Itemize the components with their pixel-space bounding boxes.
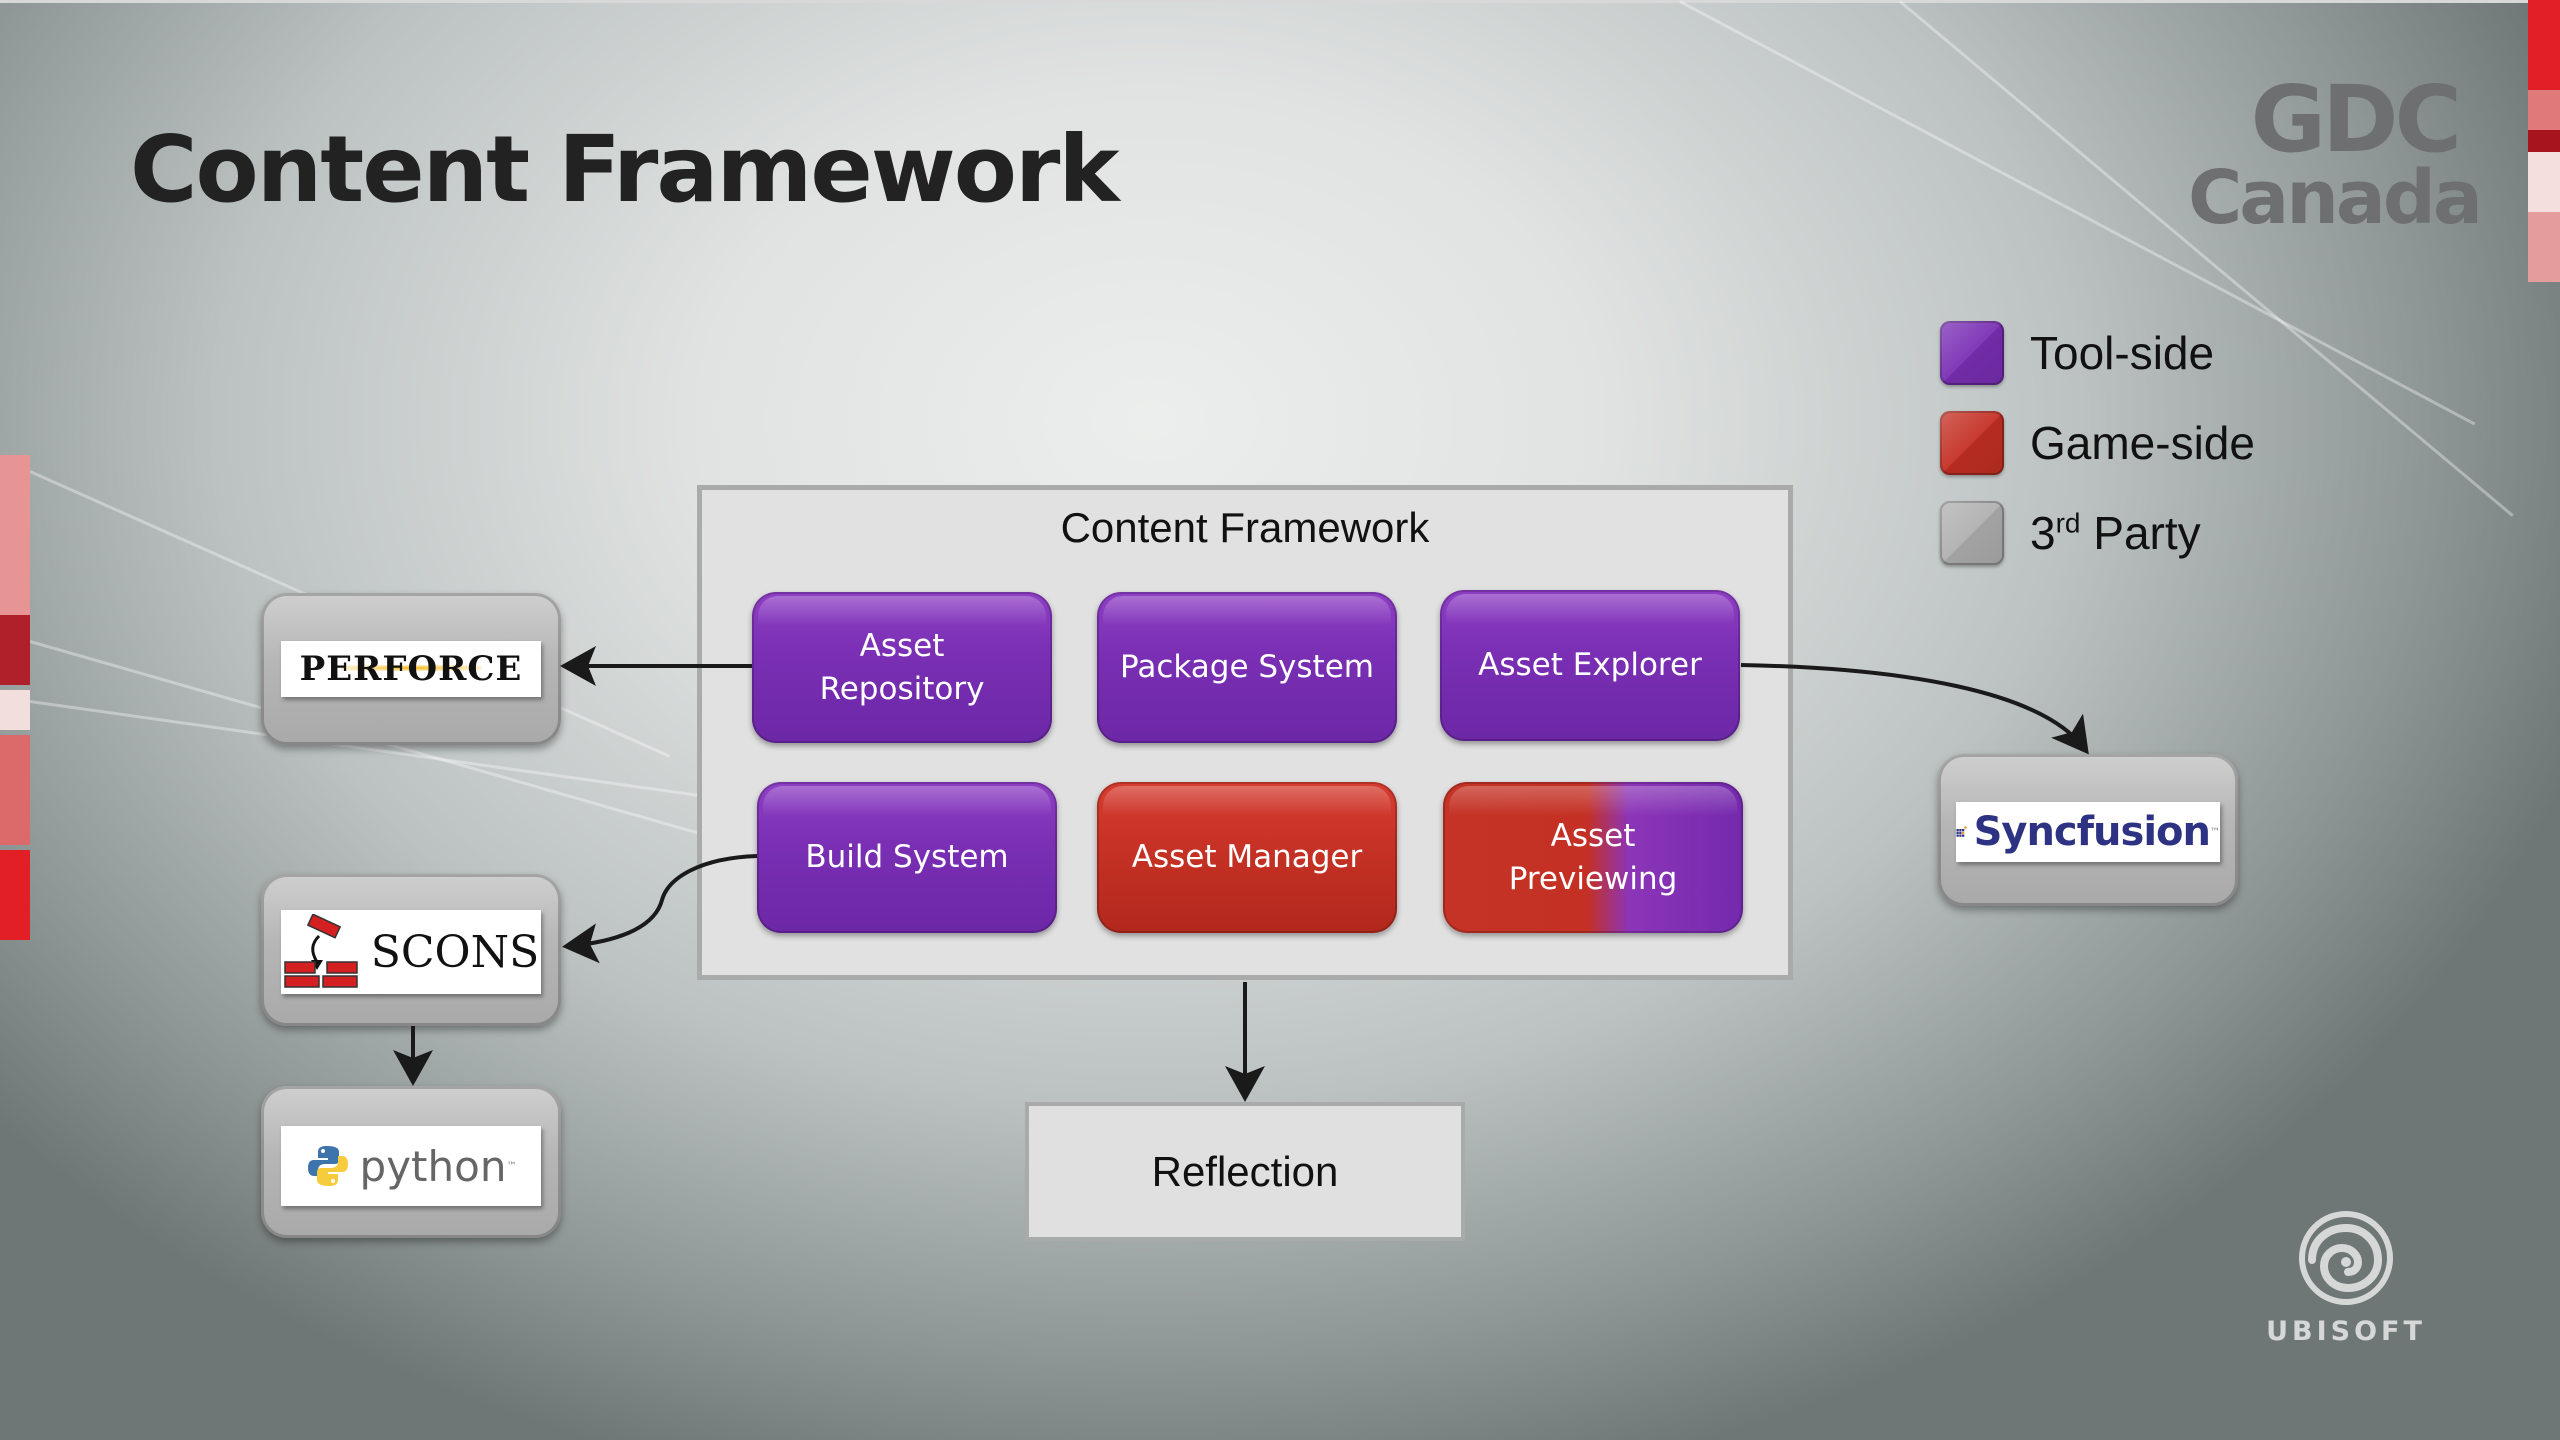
slide-title: Content Framework (130, 116, 1120, 223)
edge-decoration-left (0, 690, 30, 730)
legend-swatch-gray-icon (1940, 501, 2004, 565)
module-package-system[interactable]: Package System (1097, 592, 1397, 743)
module-label: Asset Manager (1131, 839, 1363, 875)
module-label: Asset Repository (819, 627, 985, 707)
ubisoft-logo: UBISOFT (2258, 1210, 2434, 1347)
syncfusion-logo-text: Syncfusion (1973, 809, 2211, 855)
gdc-logo-canada: Canada (2188, 155, 2483, 241)
legend-item-third-party: 3rd Party (1940, 488, 2255, 578)
edge-decoration-right (2528, 152, 2560, 212)
edge-decoration-right (2528, 90, 2560, 130)
legend-item-game-side: Game-side (1940, 398, 2255, 488)
module-asset-explorer[interactable]: Asset Explorer (1440, 590, 1740, 741)
legend-label-number: 3 (2030, 507, 2056, 559)
module-asset-manager[interactable]: Asset Manager (1097, 782, 1397, 933)
trademark-symbol: ™ (2210, 826, 2220, 838)
module-build-system[interactable]: Build System (757, 782, 1057, 933)
legend-swatch-purple-icon (1940, 321, 2004, 385)
ubisoft-logo-text: UBISOFT (2266, 1316, 2426, 1347)
scons-logo: SCONS (281, 910, 541, 994)
reflection-box[interactable]: Reflection (1025, 1102, 1465, 1241)
gdc-logo-text: GDC (2250, 66, 2462, 173)
ubisoft-swirl-icon (2299, 1211, 2393, 1305)
trademark-symbol: ™ (506, 1160, 517, 1172)
python-snake-icon (307, 1146, 348, 1186)
scons-bricks-icon (283, 914, 358, 988)
legend-label: 3rd Party (2030, 506, 2201, 560)
edge-decoration-left (0, 735, 30, 845)
container-title: Content Framework (1060, 504, 1430, 551)
edge-decoration-right (2528, 0, 2560, 90)
legend: Tool-side Game-side 3rd Party (1940, 308, 2255, 578)
module-label: Asset Explorer (1478, 647, 1702, 683)
module-label: Asset Previewing (1508, 817, 1678, 897)
legend-label: Tool-side (2030, 327, 2215, 379)
edge-decoration-left (0, 455, 30, 615)
perforce-logo: PERFORCE (281, 641, 541, 697)
legend-label: Game-side (2030, 417, 2255, 469)
edge-decoration-left (0, 615, 30, 685)
edge-decoration-right (2528, 212, 2560, 282)
syncfusion-grid-icon (1956, 826, 1968, 837)
module-label: Package System (1120, 649, 1374, 685)
scons-logo-text: SCONS (370, 926, 540, 978)
third-party-scons[interactable]: SCONS (261, 874, 561, 1026)
gdc-canada-logo: GDC Canada (2188, 66, 2483, 241)
module-asset-repository[interactable]: Asset Repository (752, 592, 1052, 743)
legend-item-tool-side: Tool-side (1940, 308, 2255, 398)
perforce-logo-text: PERFORCE (299, 649, 523, 689)
third-party-perforce[interactable]: PERFORCE (261, 593, 561, 745)
legend-label-rest: Party (2080, 507, 2201, 559)
perforce-glow-icon (341, 665, 481, 671)
python-logo-text: python (359, 1141, 507, 1191)
edge-decoration-left (0, 850, 30, 940)
legend-swatch-red-icon (1940, 411, 2004, 475)
module-label: Build System (805, 839, 1009, 875)
edge-decoration-right (2528, 130, 2560, 152)
legend-label-superscript: rd (2055, 507, 2081, 539)
module-asset-previewing[interactable]: Asset Previewing (1443, 782, 1743, 933)
